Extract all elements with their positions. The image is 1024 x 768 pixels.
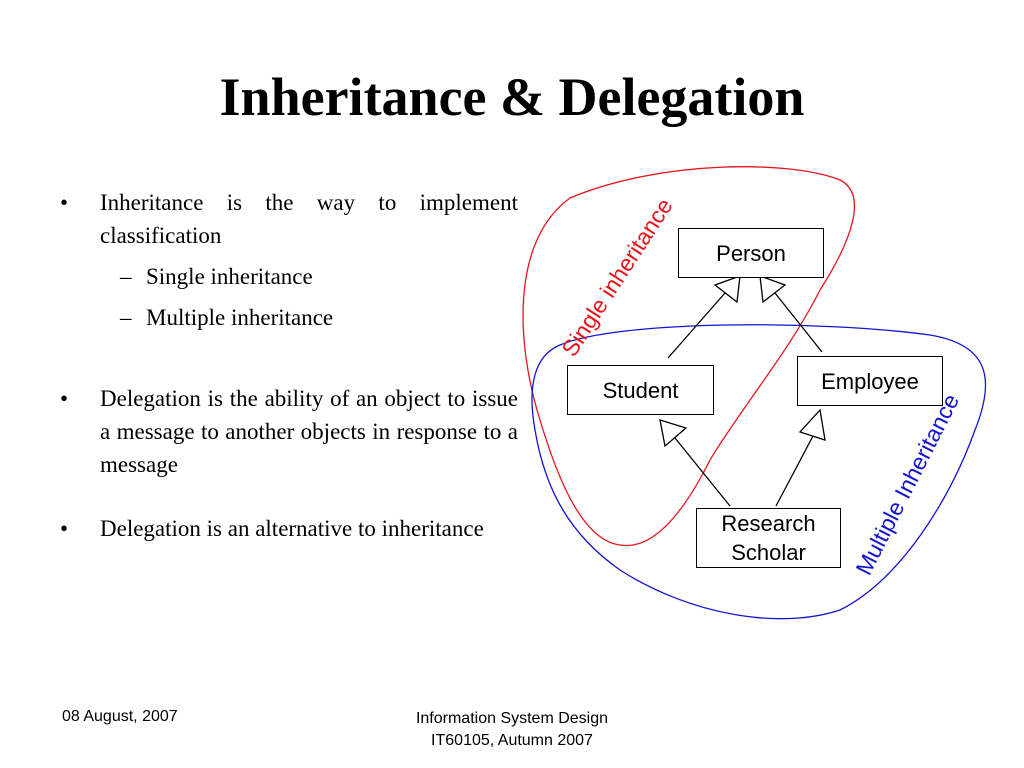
sub-bullet-single: – Single inheritance [60,260,518,293]
single-inheritance-region [522,166,856,547]
class-label-line2: Scholar [731,540,806,565]
sub-bullet-text: Single inheritance [146,264,313,289]
sub-bullet-marker: – [120,305,132,330]
footer-course-name: Information System Design [415,710,609,727]
class-box-person: Person [678,228,824,278]
bullet-inheritance: • Inheritance is the way to implement cl… [60,186,518,252]
scholar-to-employee-line [775,435,814,507]
class-box-employee: Employee [797,356,943,406]
scholar-to-student-line [674,437,731,507]
class-box-research-scholar: Research Scholar [696,508,841,568]
class-label: Employee [821,368,919,394]
bullet-text: Inheritance is the way to implement clas… [100,190,518,248]
sub-bullet-marker: – [120,264,132,289]
sub-bullet-multiple: – Multiple inheritance [60,301,518,334]
footer-course: Information System Design IT60105, Autum… [362,708,662,752]
multiple-inheritance-region [531,324,987,620]
student-to-person-arrowhead [713,275,741,304]
employee-to-person-arrowhead [759,275,787,304]
bullet-alternative: • Delegation is an alternative to inheri… [60,512,518,545]
sub-bullet-text: Multiple inheritance [146,305,334,330]
bullet-list: • Inheritance is the way to implement cl… [60,186,518,545]
footer-date: 08 August, 2007 [62,708,178,725]
bullet-marker: • [60,386,69,411]
bullet-marker: • [60,516,69,541]
class-box-student: Student [567,365,714,415]
employee-to-person-line [774,292,823,353]
scholar-to-student-arrowhead [659,419,688,448]
bullet-text: Delegation is the ability of an object t… [100,386,518,477]
bullet-marker: • [60,190,69,215]
generalization-lines [659,275,826,507]
scholar-to-employee-arrowhead [798,408,826,441]
class-label-line1: Research [721,511,816,536]
class-label: Student [602,377,679,403]
slide-title: Inheritance & Delegation [219,67,805,127]
class-label: Person [716,240,786,266]
student-to-person-line [667,292,726,359]
footer-course-code: IT60105, Autumn 2007 [431,732,593,749]
bullet-text: Delegation is an alternative to inherita… [100,516,484,541]
bullet-delegation: • Delegation is the ability of an object… [60,382,518,481]
